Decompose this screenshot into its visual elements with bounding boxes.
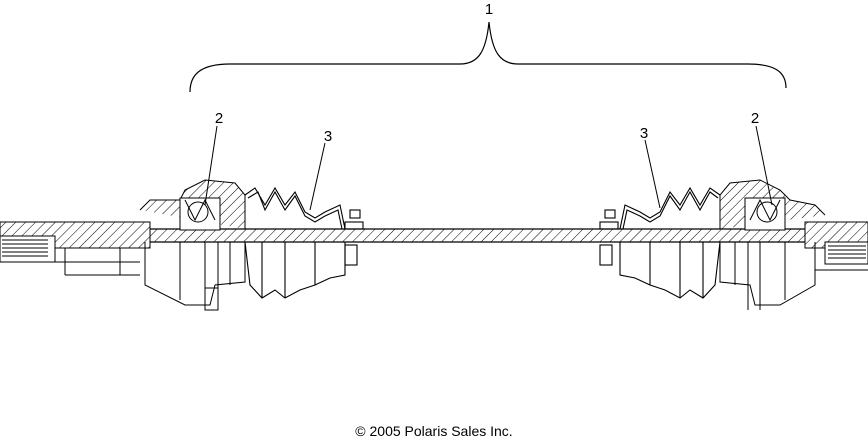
callout-leaders	[204, 125, 773, 211]
callout-2-left: 2	[215, 110, 223, 127]
callout-1: 1	[485, 1, 493, 18]
left-cv-joint	[139, 179, 246, 311]
shaft	[149, 228, 806, 243]
left-stub-shaft	[0, 221, 151, 276]
left-boot	[244, 186, 364, 299]
callout-3-left: 3	[324, 128, 332, 145]
right-cv-joint	[719, 179, 826, 310]
callout-2-right: 2	[751, 110, 759, 127]
right-boot	[599, 186, 721, 299]
assembly-bracket	[189, 21, 787, 93]
callout-3-right: 3	[640, 125, 648, 142]
right-stub-shaft	[804, 221, 868, 271]
copyright-notice: © 2005 Polaris Sales Inc.	[355, 423, 513, 439]
